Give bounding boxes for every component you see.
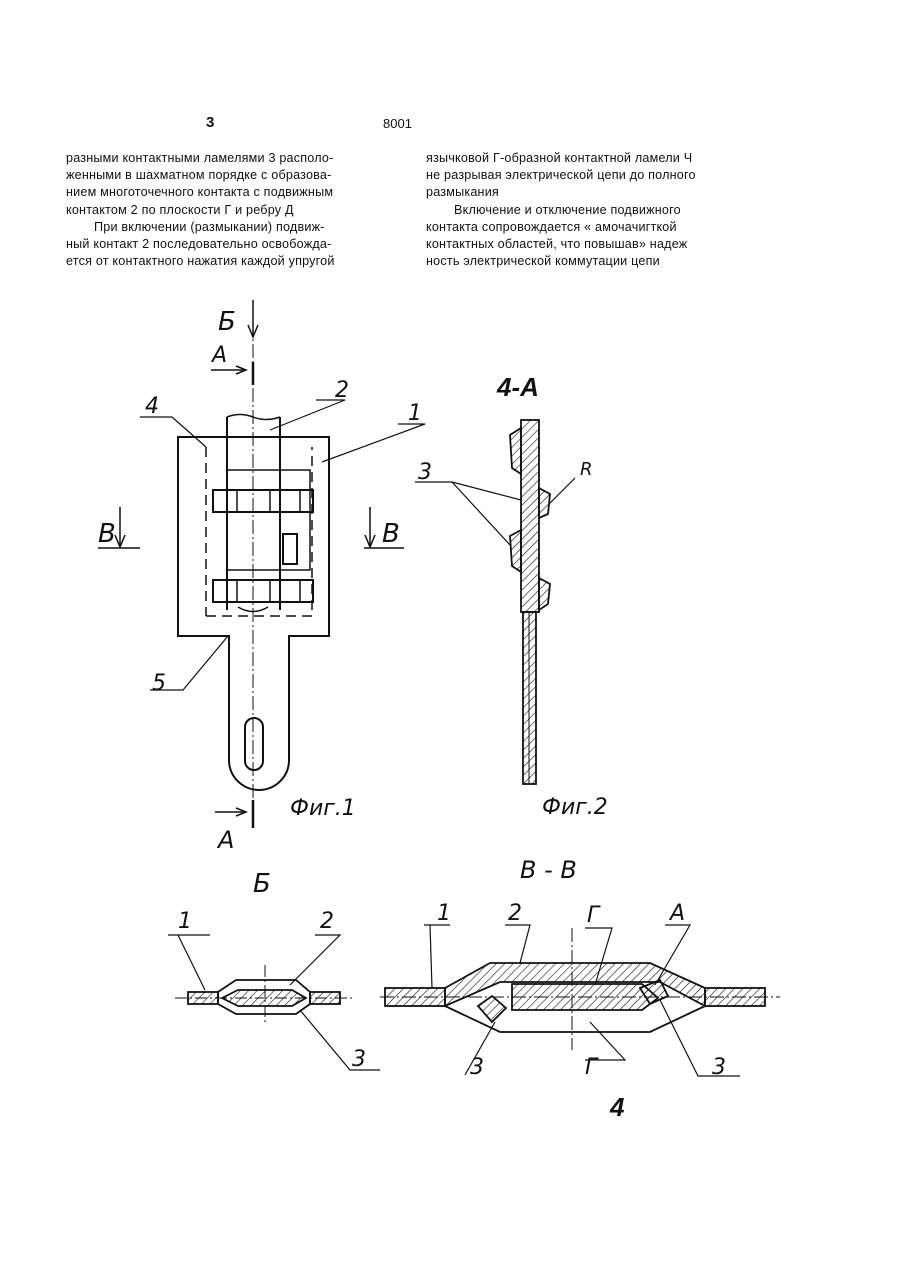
figure-2 [415, 420, 575, 784]
label-1: 1 [408, 401, 422, 426]
section-vv-label-1: 1 [437, 901, 451, 926]
label-a-top: А [210, 343, 227, 368]
section-vv-label-g-bottom: Г [585, 1055, 599, 1080]
figure-2-caption: Фиг.2 [542, 795, 608, 820]
section-vv-label-3-left: 3 [470, 1055, 484, 1080]
label-2: 2 [335, 378, 349, 403]
label-4: 4 [145, 394, 159, 419]
section-vv-label-2: 2 [508, 901, 522, 926]
section-b-drawing [168, 935, 380, 1070]
label-v-right: В [382, 519, 400, 549]
bottom-mark: 4 [609, 1092, 625, 1122]
section-title-4a: 4-А [496, 372, 539, 402]
figure-1-caption: Фиг.1 [290, 796, 356, 821]
section-vv-label-3-right: 3 [712, 1055, 726, 1080]
label-b-top: Б [218, 307, 236, 337]
leader-2 [270, 400, 345, 430]
section-vv-label-g-top: Г [587, 903, 601, 928]
section-vv-drawing [380, 925, 780, 1076]
fig2-label-3: 3 [418, 460, 432, 485]
section-b-title: Б [253, 869, 271, 899]
label-v-left: В [98, 519, 116, 549]
label-a-bottom: А [216, 826, 234, 854]
section-b-label-3: 3 [352, 1047, 366, 1072]
section-b-label-2: 2 [320, 909, 334, 934]
label-5: 5 [152, 671, 166, 696]
fig2-label-r: R [580, 459, 593, 480]
section-b-label-1: 1 [178, 909, 192, 934]
leader-4 [140, 417, 206, 447]
section-vv-label-a: А [668, 901, 685, 926]
figure-1 [98, 300, 425, 828]
section-vv-title: В - В [520, 856, 577, 884]
leader-1 [322, 424, 425, 462]
